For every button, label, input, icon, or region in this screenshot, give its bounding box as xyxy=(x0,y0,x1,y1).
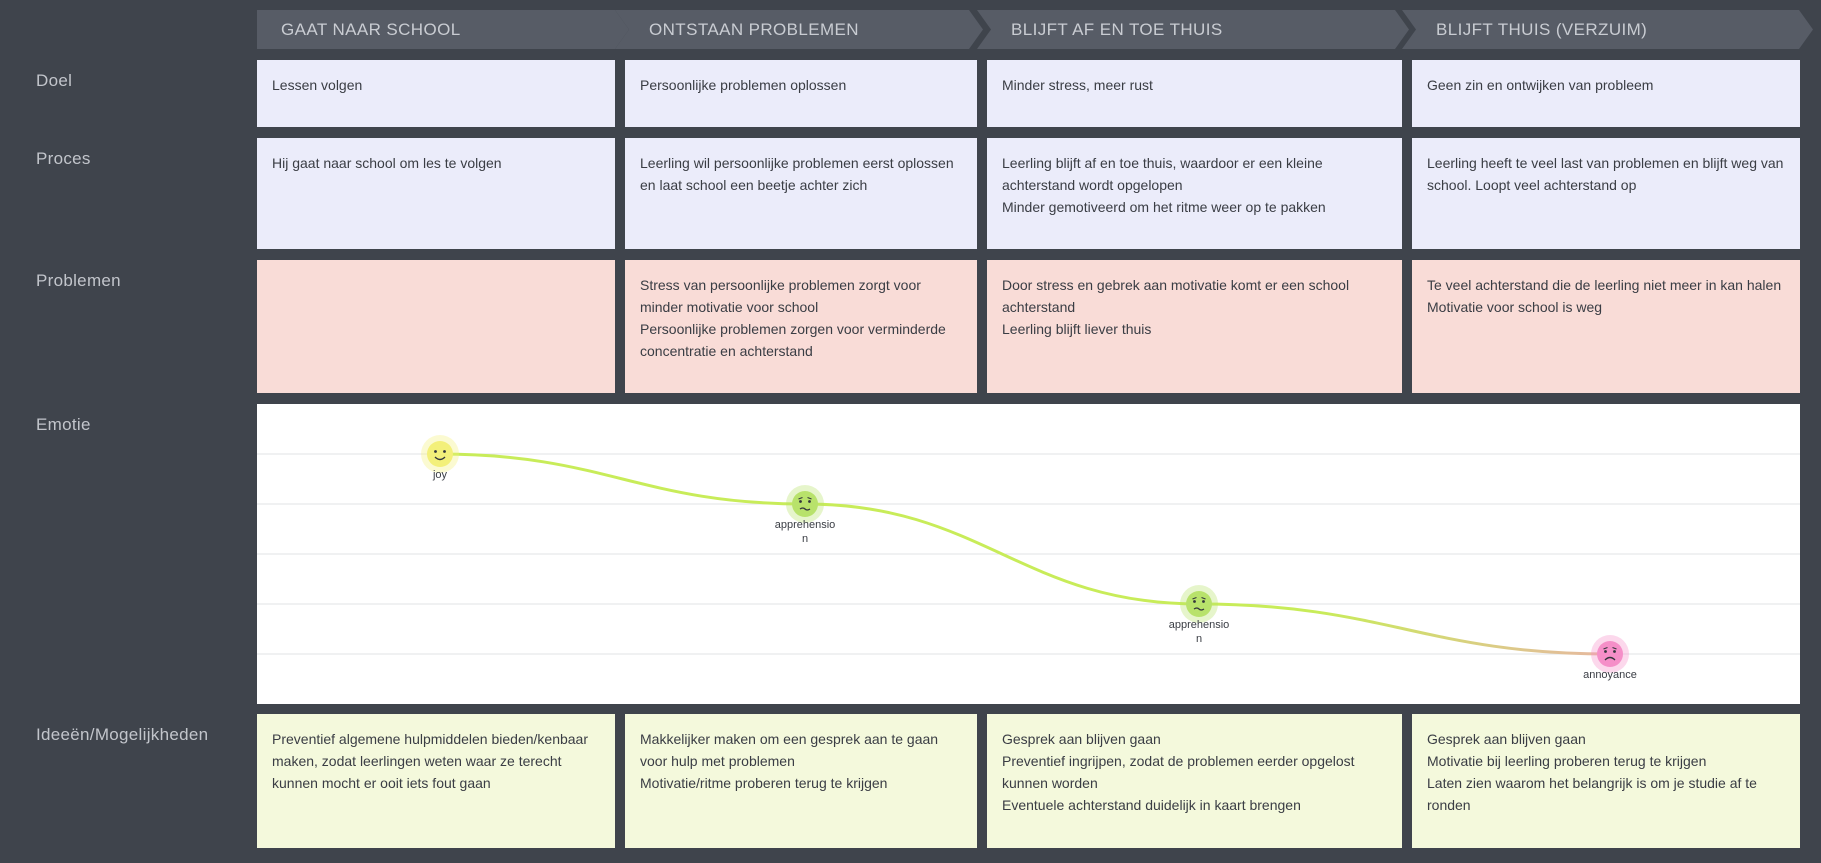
cell-text: Motivatie bij leerling proberen terug te… xyxy=(1427,753,1707,769)
doel-cell: Minder stress, meer rust xyxy=(987,60,1402,127)
cell-text: Minder stress, meer rust xyxy=(1002,77,1153,93)
cell-text: Preventief algemene hulpmiddelen bieden/… xyxy=(272,731,588,791)
cell-text: Lessen volgen xyxy=(272,77,363,93)
cell-text: Leerling heeft te veel last van probleme… xyxy=(1427,155,1784,193)
cell-text: Motivatie/ritme proberen terug te krijge… xyxy=(640,775,888,791)
stage-header-ontstaan-problemen: ONTSTAAN PROBLEMEN xyxy=(615,10,983,49)
stage-label: BLIJFT AF EN TOE THUIS xyxy=(1011,19,1223,39)
cell-text: Geen zin en ontwijken van probleem xyxy=(1427,77,1654,93)
cell-text: Persoonlijke problemen oplossen xyxy=(640,77,847,93)
cell-text: Leerling blijft liever thuis xyxy=(1002,321,1152,337)
row-label-ideeen: Ideeën/Mogelijkheden xyxy=(36,725,209,744)
cell-text: Te veel achterstand die de leerling niet… xyxy=(1427,277,1782,293)
ideeen-cell: Gesprek aan blijven gaan Motivatie bij l… xyxy=(1412,714,1800,848)
smile-face-icon xyxy=(421,435,459,473)
cell-text: Motivatie voor school is weg xyxy=(1427,299,1603,315)
proces-cell: Leerling heeft te veel last van probleme… xyxy=(1412,138,1800,249)
frown-face-icon xyxy=(1591,635,1629,673)
row-label-proces: Proces xyxy=(36,149,91,168)
cell-text: Hij gaat naar school om les te volgen xyxy=(272,155,502,171)
problemen-cell: Stress van persoonlijke problemen zorgt … xyxy=(625,260,977,393)
emotion-label: apprehension xyxy=(774,519,836,545)
row-label-problemen: Problemen xyxy=(36,271,121,290)
doel-cell: Geen zin en ontwijken van probleem xyxy=(1412,60,1800,127)
worried-face-icon xyxy=(786,485,824,523)
emotion-chart: joy apprehension apprehension annoyance xyxy=(257,404,1800,704)
cell-text: Minder gemotiveerd om het ritme weer op … xyxy=(1002,199,1326,215)
cell-text: Preventief ingrijpen, zodat de problemen… xyxy=(1002,753,1355,791)
emotion-curve-svg xyxy=(257,435,1800,673)
cell-text: Gesprek aan blijven gaan xyxy=(1427,731,1586,747)
cell-text: Laten zien waarom het belangrijk is om j… xyxy=(1427,775,1757,813)
stage-label: GAAT NAAR SCHOOL xyxy=(281,19,461,39)
doel-cell: Persoonlijke problemen oplossen xyxy=(625,60,977,127)
doel-cell: Lessen volgen xyxy=(257,60,615,127)
emotion-label: annoyance xyxy=(1583,669,1637,681)
stage-label: BLIJFT THUIS (VERZUIM) xyxy=(1436,19,1648,39)
emotion-label: apprehension xyxy=(1168,619,1230,645)
stage-header-blijft-af-en-toe-thuis: BLIJFT AF EN TOE THUIS xyxy=(977,10,1409,49)
stage-label: ONTSTAAN PROBLEMEN xyxy=(649,19,859,39)
cell-text: Gesprek aan blijven gaan xyxy=(1002,731,1161,747)
problemen-cell: Door stress en gebrek aan motivatie komt… xyxy=(987,260,1402,393)
cell-text: Leerling wil persoonlijke problemen eers… xyxy=(640,155,954,193)
row-label-doel: Doel xyxy=(36,71,73,90)
cell-text: Leerling blijft af en toe thuis, waardoo… xyxy=(1002,155,1323,193)
emotion-curve xyxy=(439,452,1611,656)
proces-cell: Leerling blijft af en toe thuis, waardoo… xyxy=(987,138,1402,249)
emotion-label: joy xyxy=(432,469,448,481)
ideeen-cell: Preventief algemene hulpmiddelen bieden/… xyxy=(257,714,615,848)
proces-cell: Leerling wil persoonlijke problemen eers… xyxy=(625,138,977,249)
problemen-cell: Te veel achterstand die de leerling niet… xyxy=(1412,260,1800,393)
problemen-cell xyxy=(257,260,615,393)
row-label-emotie: Emotie xyxy=(36,415,91,434)
cell-text: Stress van persoonlijke problemen zorgt … xyxy=(640,277,921,315)
worried-face-icon xyxy=(1180,585,1218,623)
proces-cell: Hij gaat naar school om les te volgen xyxy=(257,138,615,249)
cell-text: Eventuele achterstand duidelijk in kaart… xyxy=(1002,797,1301,813)
cell-text: Persoonlijke problemen zorgen voor vermi… xyxy=(640,321,946,359)
cell-text: Makkelijker maken om een gesprek aan te … xyxy=(640,731,939,769)
cell-text: Door stress en gebrek aan motivatie komt… xyxy=(1002,277,1350,315)
ideeen-cell: Gesprek aan blijven gaan Preventief ingr… xyxy=(987,714,1402,848)
ideeen-cell: Makkelijker maken om een gesprek aan te … xyxy=(625,714,977,848)
stage-header-gaat-naar-school: GAAT NAAR SCHOOL xyxy=(257,10,629,49)
stage-header-blijft-thuis: BLIJFT THUIS (VERZUIM) xyxy=(1402,10,1813,49)
